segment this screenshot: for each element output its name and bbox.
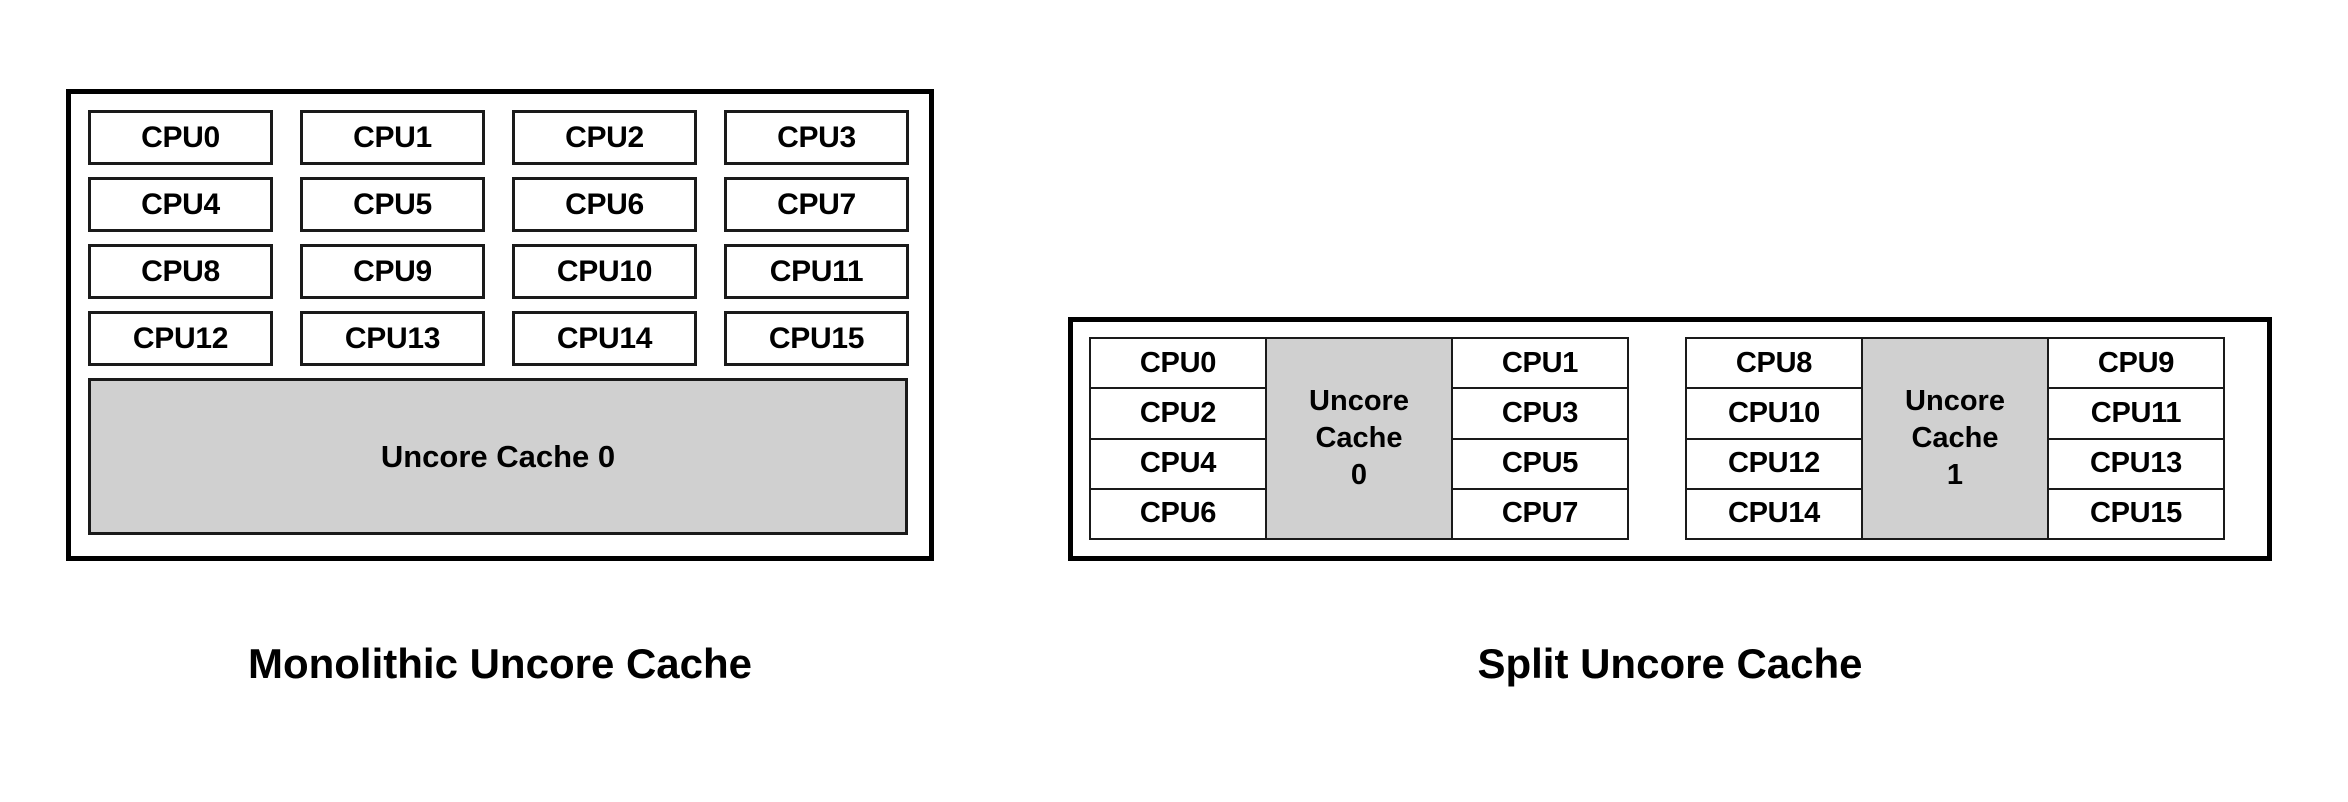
- cpu-box: CPU5: [300, 177, 485, 232]
- cpu-box: CPU2: [512, 110, 697, 165]
- cpu-box: CPU9: [2047, 337, 2225, 390]
- cpu-box: CPU14: [1685, 487, 1863, 540]
- cpu-box: CPU10: [1685, 387, 1863, 440]
- cpu-column-left: CPU0 CPU2 CPU4 CPU6: [1089, 337, 1267, 540]
- cpu-box: CPU11: [724, 244, 909, 299]
- uncore-cache-label-line1: Uncore: [1309, 384, 1409, 417]
- cpu-box: CPU1: [1451, 337, 1629, 390]
- uncore-cache-label-line2: Cache: [1911, 421, 1999, 454]
- cpu-box: CPU4: [88, 177, 273, 232]
- cpu-box: CPU13: [2047, 437, 2225, 490]
- cpu-box: CPU5: [1451, 437, 1629, 490]
- uncore-cache-label-line1: Uncore: [1905, 384, 2005, 417]
- cpu-box: CPU3: [1451, 387, 1629, 440]
- cpu-column-left: CPU8 CPU10 CPU12 CPU14: [1685, 337, 1863, 540]
- cpu-box: CPU1: [300, 110, 485, 165]
- cpu-box: CPU3: [724, 110, 909, 165]
- uncore-cache-label-line3: 1: [1946, 459, 1964, 492]
- cpu-box: CPU8: [88, 244, 273, 299]
- cpu-box: CPU8: [1685, 337, 1863, 390]
- monolithic-caption: Monolithic Uncore Cache: [247, 640, 753, 687]
- split-cluster: CPU0 CPU2 CPU4 CPU6 Uncore Cache 0 CPU1 …: [1089, 337, 1629, 540]
- cpu-box: CPU7: [1451, 487, 1629, 540]
- cpu-box: CPU0: [88, 110, 273, 165]
- cpu-box: CPU11: [2047, 387, 2225, 440]
- cpu-box: CPU12: [1685, 437, 1863, 490]
- uncore-cache-block: Uncore Cache 1: [1861, 337, 2049, 540]
- uncore-cache-block: Uncore Cache 0: [1265, 337, 1453, 540]
- cpu-box: CPU15: [2047, 487, 2225, 540]
- cpu-box: CPU14: [512, 311, 697, 366]
- cpu-box: CPU13: [300, 311, 485, 366]
- uncore-cache-label-line2: Cache: [1315, 421, 1403, 454]
- split-cluster: CPU8 CPU10 CPU12 CPU14 Uncore Cache 1 CP…: [1685, 337, 2225, 540]
- split-caption: Split Uncore Cache: [1477, 640, 1863, 687]
- cpu-column-right: CPU1 CPU3 CPU5 CPU7: [1451, 337, 1629, 540]
- cpu-box: CPU4: [1089, 437, 1267, 490]
- cpu-box: CPU2: [1089, 387, 1267, 440]
- cpu-box: CPU6: [512, 177, 697, 232]
- cpu-box: CPU10: [512, 244, 697, 299]
- cpu-box: CPU0: [1089, 337, 1267, 390]
- cpu-box: CPU9: [300, 244, 485, 299]
- monolithic-cpu-grid: CPU0 CPU1 CPU2 CPU3 CPU4 CPU5 CPU6 CPU7 …: [88, 110, 909, 366]
- cpu-box: CPU7: [724, 177, 909, 232]
- cpu-column-right: CPU9 CPU11 CPU13 CPU15: [2047, 337, 2225, 540]
- uncore-cache-block: Uncore Cache 0: [88, 378, 908, 535]
- cpu-box: CPU6: [1089, 487, 1267, 540]
- cpu-box: CPU15: [724, 311, 909, 366]
- cpu-box: CPU12: [88, 311, 273, 366]
- uncore-cache-label-line3: 0: [1350, 459, 1368, 492]
